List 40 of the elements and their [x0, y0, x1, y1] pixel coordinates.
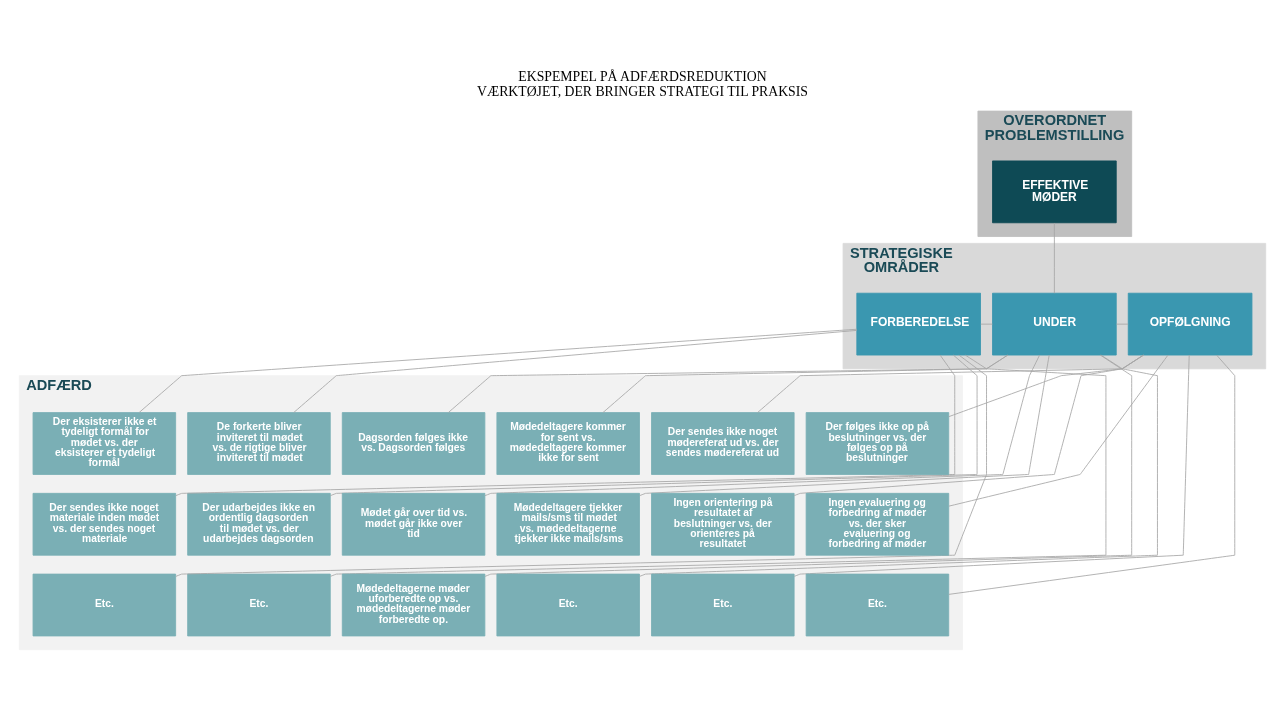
node-box: Der sendes ikke noget mødereferat ud vs. der sendes mødereferat ud	[651, 411, 795, 475]
node-box: Der eksisterer ikke et tydeligt formål for mødet vs. der eksisterer et tydeligt formål	[32, 411, 177, 475]
connector	[639, 354, 1158, 577]
node-box: Etc.	[496, 573, 640, 636]
node-box: Ingen evaluering og forbedring af møder vs. der sker evaluering og forbedring af møder	[805, 492, 950, 556]
node-box: EFFEKTIVE MØDER	[992, 160, 1117, 223]
node-box: De forkerte bliver inviteret til mødet vs. de rigtige bliver inviteret til mødet	[187, 411, 331, 475]
node-box: Etc.	[805, 573, 950, 636]
node-box: Etc.	[32, 573, 177, 636]
node-box: UNDER	[992, 292, 1117, 355]
node-box: Dagsorden følges ikke vs. Dagsorden følges	[341, 411, 486, 475]
node-box: Etc.	[651, 573, 795, 636]
connector	[948, 354, 1236, 595]
node-box: OPFØLGNING	[1127, 292, 1253, 355]
connector	[138, 328, 858, 413]
node-box: Mødet går over tid vs. mødet går ikke over tid	[341, 492, 486, 556]
node-box: Mødedeltagere kommer for sent vs. mødedeltagere kommer ikke for sent	[496, 411, 640, 475]
diagram-title: EKSPEMPEL PÅ ADFÆRDSREDUKTION	[518, 68, 767, 84]
node-box: Mødedeltagere tjekker mails/sms til mødet vs. mødedeltagerne tjekker ikke mails/sms	[496, 492, 640, 556]
node-box: Etc.	[187, 573, 331, 636]
connector	[1053, 222, 1055, 294]
connector	[447, 354, 1009, 413]
connector	[330, 354, 978, 496]
connector	[330, 354, 1107, 577]
connector	[175, 354, 987, 577]
connector	[484, 354, 1041, 496]
node-box: Der udarbejdes ikke en ordentlig dagsorden til mødet vs. der udarbejdes dagsorden	[187, 492, 331, 556]
connector	[639, 354, 1050, 496]
connector	[793, 354, 1144, 496]
connector	[484, 354, 1133, 577]
node-box: Ingen orientering på resultatet af beslutninger vs. der orienteres på resultatet	[651, 492, 795, 556]
connector	[948, 354, 1169, 507]
node-box: Der følges ikke op på beslutninger vs. der følges op på beslutninger	[805, 411, 950, 475]
caption: VÆRKTØJET, DER BRINGER STRATEGI TIL PRAKSIS	[477, 83, 808, 99]
node-box: FORBEREDELSE	[856, 292, 981, 355]
node-box: Der sendes ikke noget materiale inden mødet vs. der sendes noget materiale	[32, 492, 177, 556]
connector	[175, 354, 956, 496]
connector	[793, 354, 1190, 577]
node-box: Mødedeltagerne møder uforberedte op vs. mødedeltagerne møder forberedte op.	[341, 573, 486, 636]
connector	[293, 329, 858, 413]
